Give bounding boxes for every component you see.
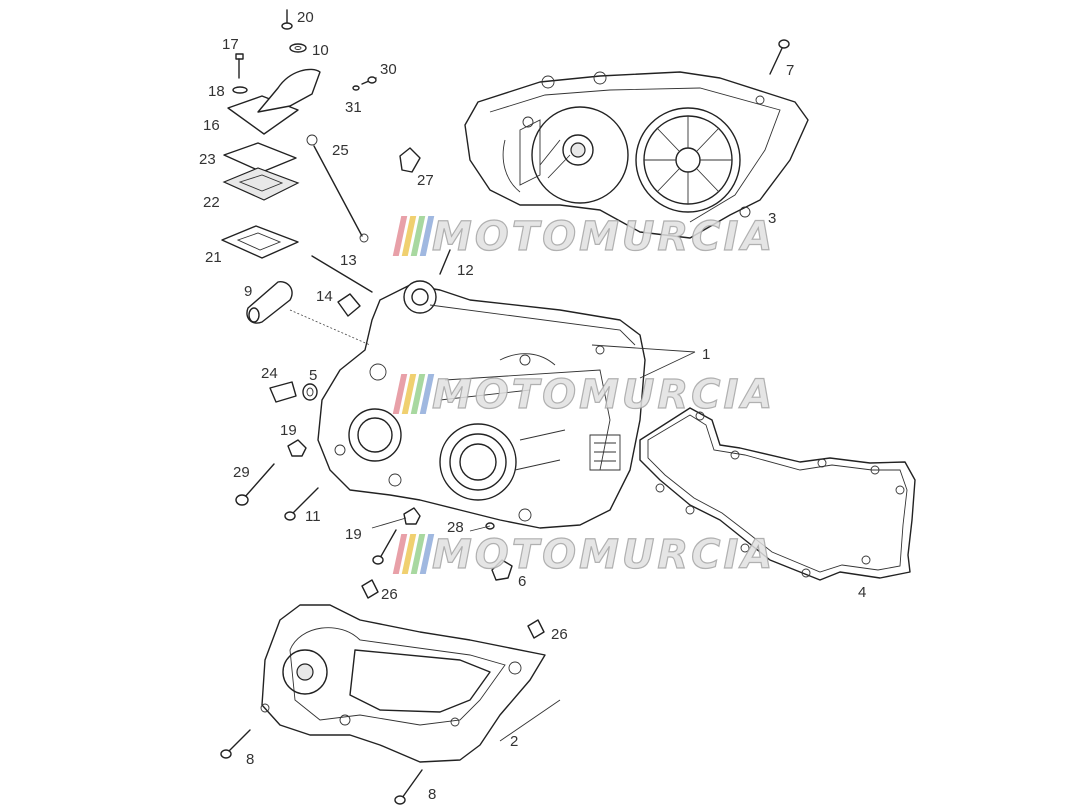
callout-13: 13 xyxy=(340,252,357,269)
watermark-bars-3 xyxy=(392,534,435,574)
callout-26-right: 26 xyxy=(551,626,568,643)
callout-10: 10 xyxy=(312,42,329,59)
part-4-gasket xyxy=(639,407,916,581)
callout-28: 28 xyxy=(447,519,464,536)
callout-27: 27 xyxy=(417,172,434,189)
intake-assembly xyxy=(221,68,321,259)
callout-24: 24 xyxy=(261,365,278,382)
callout-16: 16 xyxy=(203,117,220,134)
callout-11: 11 xyxy=(305,508,321,525)
callout-17: 17 xyxy=(222,36,239,53)
watermark-text-2: MOTOMURCIA xyxy=(431,371,776,418)
callout-9: 9 xyxy=(244,283,253,300)
callout-23: 23 xyxy=(199,151,216,168)
watermark-text-1: MOTOMURCIA xyxy=(431,213,776,260)
callout-8-left: 8 xyxy=(246,751,255,768)
callout-7: 7 xyxy=(786,62,795,79)
callout-21: 21 xyxy=(205,249,222,266)
callout-14: 14 xyxy=(316,288,333,305)
callout-5: 5 xyxy=(309,367,318,384)
callout-20: 20 xyxy=(297,9,314,26)
callout-3: 3 xyxy=(768,210,777,227)
callout-2: 2 xyxy=(510,733,519,750)
small-hardware xyxy=(220,9,790,805)
callout-19-upper: 19 xyxy=(280,422,297,439)
callout-22: 22 xyxy=(203,194,220,211)
callout-6: 6 xyxy=(518,573,527,590)
callout-4: 4 xyxy=(858,584,867,601)
callout-26-left: 26 xyxy=(381,586,398,603)
watermark-text-3: MOTOMURCIA xyxy=(431,531,776,578)
callout-31: 31 xyxy=(345,99,362,116)
leader-lines xyxy=(371,344,696,742)
callout-12: 12 xyxy=(457,262,474,279)
callout-19-lower: 19 xyxy=(345,526,362,543)
callout-25: 25 xyxy=(332,142,349,159)
part-1-crankcase xyxy=(317,280,646,529)
watermark-bars-1 xyxy=(392,216,435,256)
part-3-crankcase-cover xyxy=(464,71,809,239)
callout-18: 18 xyxy=(208,83,225,100)
callout-29: 29 xyxy=(233,464,250,481)
callout-8-bottom: 8 xyxy=(428,786,437,803)
part-2-transmission-cover xyxy=(260,604,546,763)
watermark-bars-2 xyxy=(392,374,435,414)
callout-30: 30 xyxy=(380,61,397,78)
callout-1: 1 xyxy=(702,346,711,363)
